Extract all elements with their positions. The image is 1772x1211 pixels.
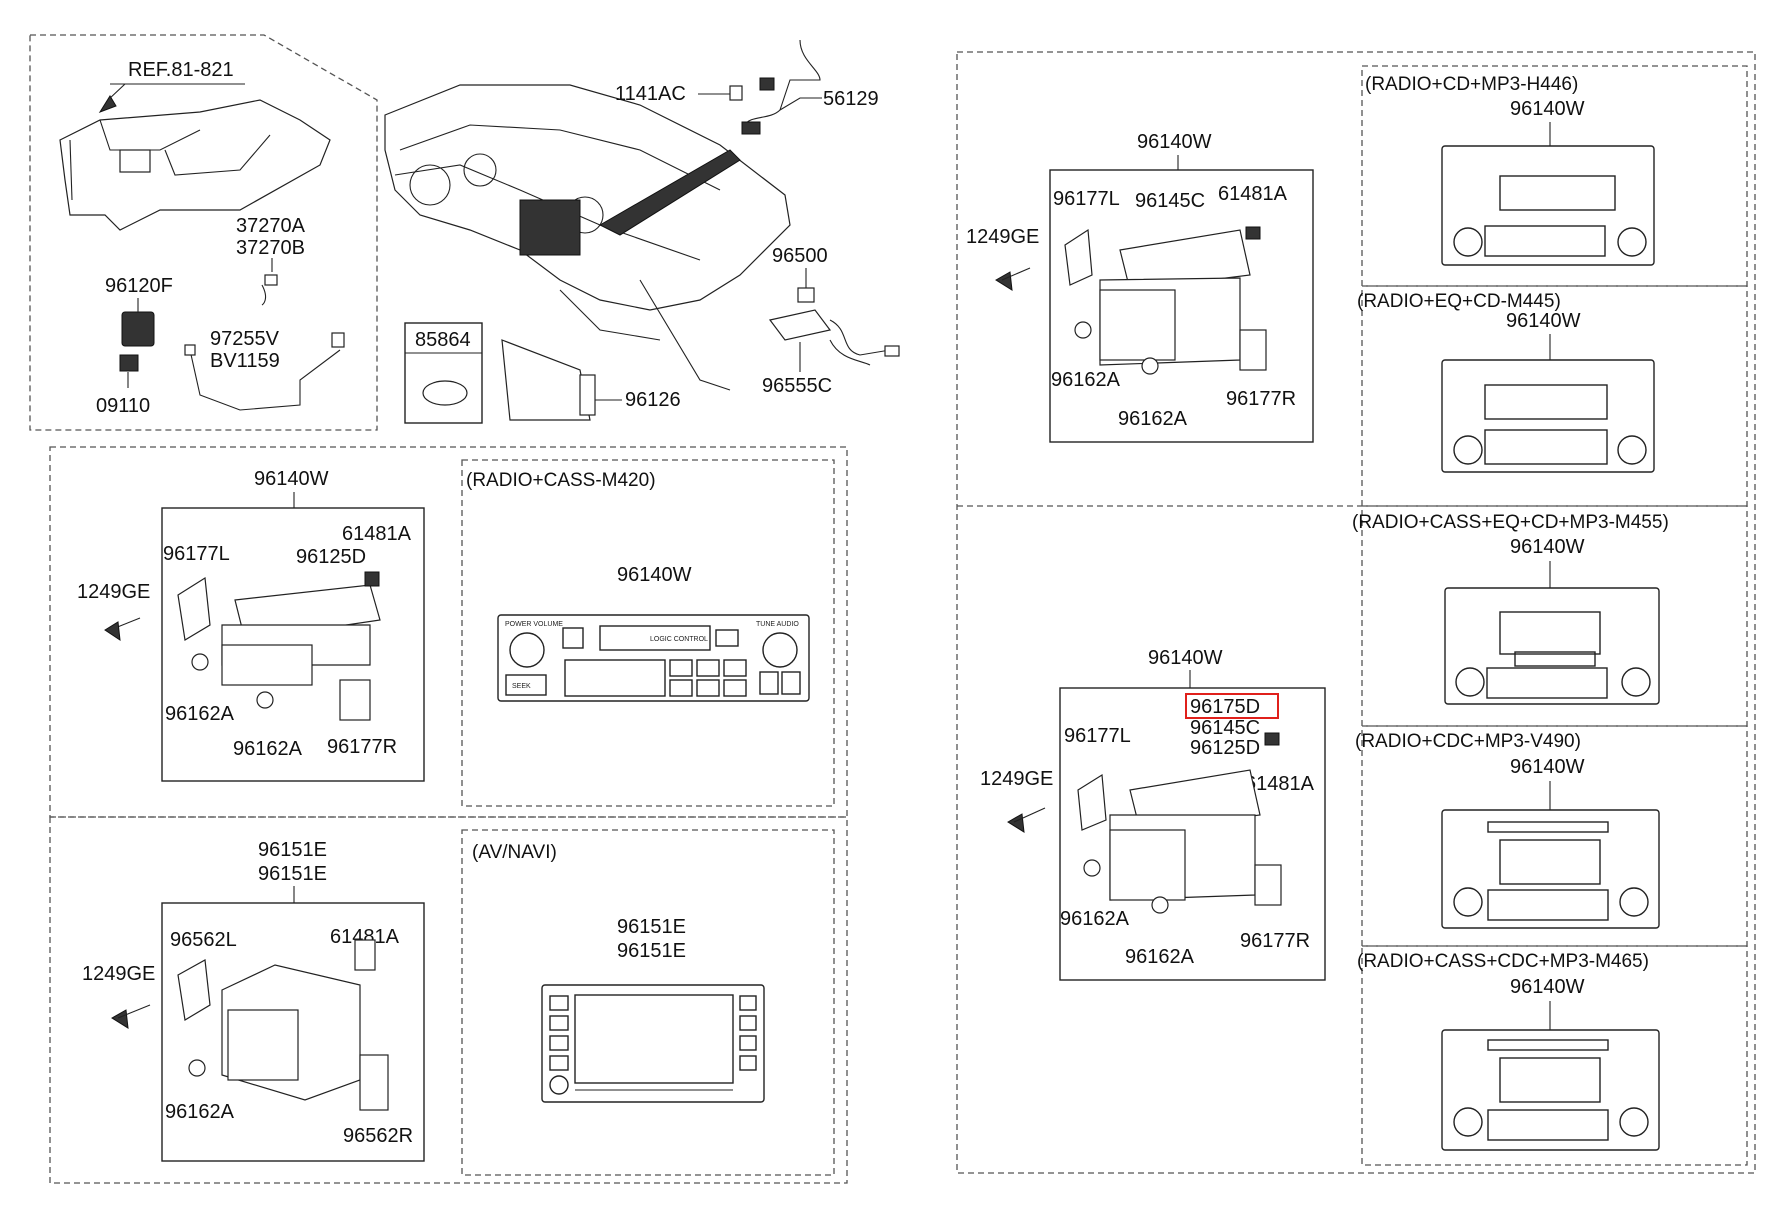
- label-1249ge-b: 1249GE: [82, 963, 155, 985]
- label-96177r-a: 96177R: [327, 736, 397, 758]
- m420-assembly-box: [161, 507, 425, 782]
- bezel-icon: [501, 339, 591, 421]
- label-96140w-h446: 96140W: [1510, 98, 1585, 120]
- dashboard-section: 1141AC 56129 96500 96555C 85864 96126: [384, 39, 900, 424]
- highlight-96175d: [1185, 693, 1279, 719]
- faceplate-seek: SEEK: [512, 683, 531, 690]
- label-37270b: 37270B: [236, 237, 305, 259]
- bracket-left-icon: [177, 576, 211, 641]
- label-61481a-b: 61481A: [330, 926, 400, 948]
- label-61481a-a: 61481A: [342, 523, 412, 545]
- label-96120f: 96120F: [105, 275, 173, 297]
- label-97255v: 97255V: [210, 328, 280, 350]
- label-1249ge-a: 1249GE: [77, 581, 150, 603]
- variant-m455: (RADIO+CASS+EQ+CD+MP3-M455): [1352, 512, 1669, 533]
- h446-assembly-box: [1049, 169, 1314, 443]
- faceplate-logic-control: LOGIC CONTROL: [650, 636, 708, 643]
- pad-icon: [422, 380, 468, 406]
- part-85864-box: [404, 322, 483, 424]
- label-96177r-b: 96177R: [1226, 388, 1296, 410]
- label-96140w-m445: 96140W: [1506, 310, 1581, 332]
- avnavi-section: 96151E 96151E 96562L 61481A 1249GE 96162…: [49, 816, 848, 1184]
- m465-faceplate: [1441, 1001, 1660, 1151]
- connector-icon: [119, 354, 139, 372]
- label-96555c: 96555C: [762, 375, 832, 397]
- label-96151e-b1: 96151E: [617, 916, 686, 938]
- label-96177l-c: 96177L: [1064, 725, 1131, 747]
- label-96162a-a1: 96162A: [165, 703, 235, 725]
- faceplate-power-volume: POWER VOLUME: [505, 621, 563, 628]
- label-96151e-a1: 96151E: [258, 839, 327, 861]
- m455-faceplate: [1444, 561, 1660, 705]
- variant-m465: (RADIO+CASS+CDC+MP3-M465): [1357, 951, 1649, 972]
- faceplate-tune-audio: TUNE AUDIO: [756, 621, 799, 628]
- label-96175d: 96175D: [1190, 696, 1260, 718]
- bracket-right-icon: [339, 679, 371, 721]
- label-85864: 85864: [415, 329, 471, 351]
- label-96126: 96126: [625, 389, 681, 411]
- label-56129: 56129: [823, 88, 879, 110]
- label-bv1159: BV1159: [210, 350, 280, 372]
- label-96177l-b: 96177L: [1053, 188, 1120, 210]
- dashboard-icon: [384, 84, 791, 391]
- label-96162a-c1: 96162A: [1051, 369, 1121, 391]
- label-61481a-d: 61481A: [1245, 773, 1315, 795]
- label-96162a-c2: 96162A: [1118, 408, 1188, 430]
- switch-unit-icon: [121, 311, 155, 347]
- label-96140w-a2: 96140W: [617, 564, 692, 586]
- label-96140w-m455: 96140W: [1510, 536, 1585, 558]
- label-96140w-a: 96140W: [254, 468, 329, 490]
- variant-m445: (RADIO+EQ+CD-M445): [1357, 291, 1561, 312]
- label-1249ge-d: 1249GE: [980, 768, 1053, 790]
- right-section: 96140W 96177L 96145C 61481A 1249GE 96162…: [956, 51, 1756, 1174]
- navi-faceplate: [541, 984, 765, 1103]
- avnavi-assembly-box: [161, 902, 425, 1162]
- variant-m420: (RADIO+CASS-M420): [466, 470, 656, 491]
- label-96145c-b: 96145C: [1135, 190, 1205, 212]
- variant-v490: (RADIO+CDC+MP3-V490): [1355, 731, 1581, 752]
- label-96140w-c: 96140W: [1148, 647, 1223, 669]
- label-96177r-c: 96177R: [1240, 930, 1310, 952]
- m420-faceplate: POWER VOLUME TUNE AUDIO LOGIC CONTROL SE…: [497, 614, 810, 702]
- label-96500: 96500: [772, 245, 828, 267]
- m420-section: 96140W 96177L 96125D 61481A 1249GE 96162…: [49, 446, 848, 818]
- label-96162a-b: 96162A: [165, 1101, 235, 1123]
- label-ref: REF.81-821: [128, 59, 234, 81]
- console-section: REF.81-821 37270A 37270B 96120F 97255V B…: [29, 34, 378, 431]
- label-96151e-b2: 96151E: [617, 940, 686, 962]
- label-1141ac: 1141AC: [615, 83, 686, 105]
- bolt-icon: [364, 571, 380, 587]
- label-96177l-a: 96177L: [163, 543, 230, 565]
- variant-avnavi: (AV/NAVI): [472, 842, 557, 863]
- remote-module-icon: [768, 309, 832, 341]
- label-37270a: 37270A: [236, 215, 306, 237]
- label-09110: 09110: [96, 395, 150, 417]
- label-61481a-c: 61481A: [1218, 183, 1288, 205]
- screw-icon: [104, 621, 121, 642]
- label-1249ge-c: 1249GE: [966, 226, 1039, 248]
- label-96125d-a: 96125D: [296, 546, 366, 568]
- antenna-cable-icon: [744, 39, 821, 126]
- label-96162a-d1: 96162A: [1060, 908, 1130, 930]
- wiring-harness-icon: [189, 349, 341, 411]
- label-96162a-d2: 96162A: [1125, 946, 1195, 968]
- label-96162a-a2: 96162A: [233, 738, 303, 760]
- leader-arrow-icon: [598, 149, 741, 236]
- label-96145c-c: 96145C: [1190, 717, 1260, 739]
- label-96140w-m465: 96140W: [1510, 976, 1585, 998]
- label-96151e-a2: 96151E: [258, 863, 327, 885]
- m445-faceplate: [1441, 334, 1655, 473]
- center-console-icon: [59, 99, 331, 231]
- label-96125d-c: 96125D: [1190, 737, 1260, 759]
- h446-faceplate: [1441, 122, 1655, 266]
- label-96140w-v490: 96140W: [1510, 756, 1585, 778]
- variant-h446: (RADIO+CD+MP3-H446): [1365, 74, 1578, 95]
- m455-assembly-box: [1059, 687, 1326, 981]
- label-96562l: 96562L: [170, 929, 237, 951]
- v490-faceplate: [1441, 781, 1660, 929]
- label-96562r: 96562R: [343, 1125, 413, 1147]
- knob-icon: [191, 653, 209, 671]
- label-96140w-b: 96140W: [1137, 131, 1212, 153]
